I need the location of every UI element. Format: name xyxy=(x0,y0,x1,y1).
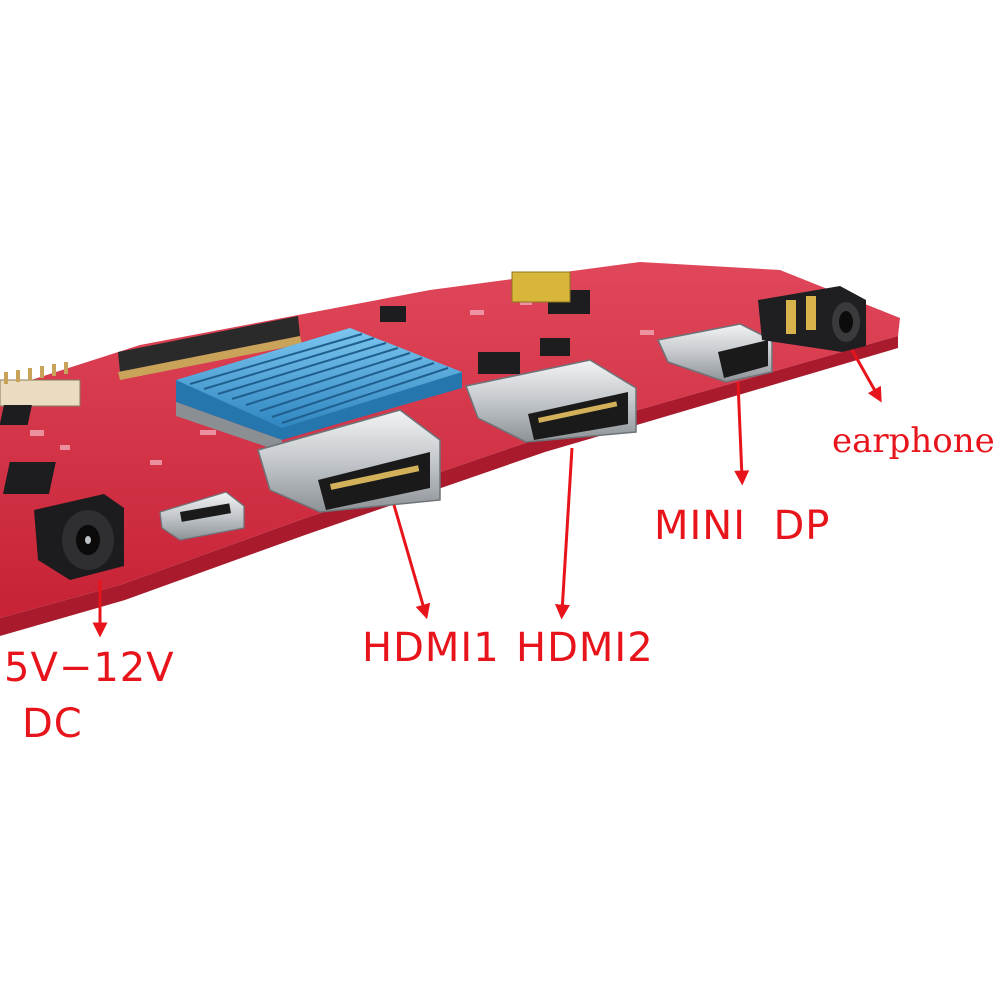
mini-dp-port xyxy=(656,323,773,383)
hdmi1-port xyxy=(257,409,441,513)
hdmi2-label: HDMI2 xyxy=(516,625,654,671)
mini-dp-arrow xyxy=(734,381,750,486)
hdmi1-arrow xyxy=(392,504,431,620)
dc-jack xyxy=(34,494,124,580)
hdmi2-port xyxy=(464,359,637,443)
heatsink xyxy=(176,328,462,452)
earphone-label: earphone xyxy=(832,421,995,461)
earphone-arrow xyxy=(850,349,882,403)
mini-dp-label: MINI DP xyxy=(654,503,831,549)
pin-header xyxy=(0,362,81,407)
dc-voltage-label: 5V−12V xyxy=(4,645,175,691)
earphone-jack xyxy=(758,286,866,352)
capacitor xyxy=(511,271,571,303)
hdmi1-label: HDMI1 xyxy=(362,625,500,671)
callout-arrows xyxy=(92,349,882,638)
hdmi2-arrow xyxy=(554,447,574,620)
fpc-connector xyxy=(118,316,302,380)
micro-usb-port xyxy=(159,491,245,541)
dc-label: DC xyxy=(22,701,83,747)
